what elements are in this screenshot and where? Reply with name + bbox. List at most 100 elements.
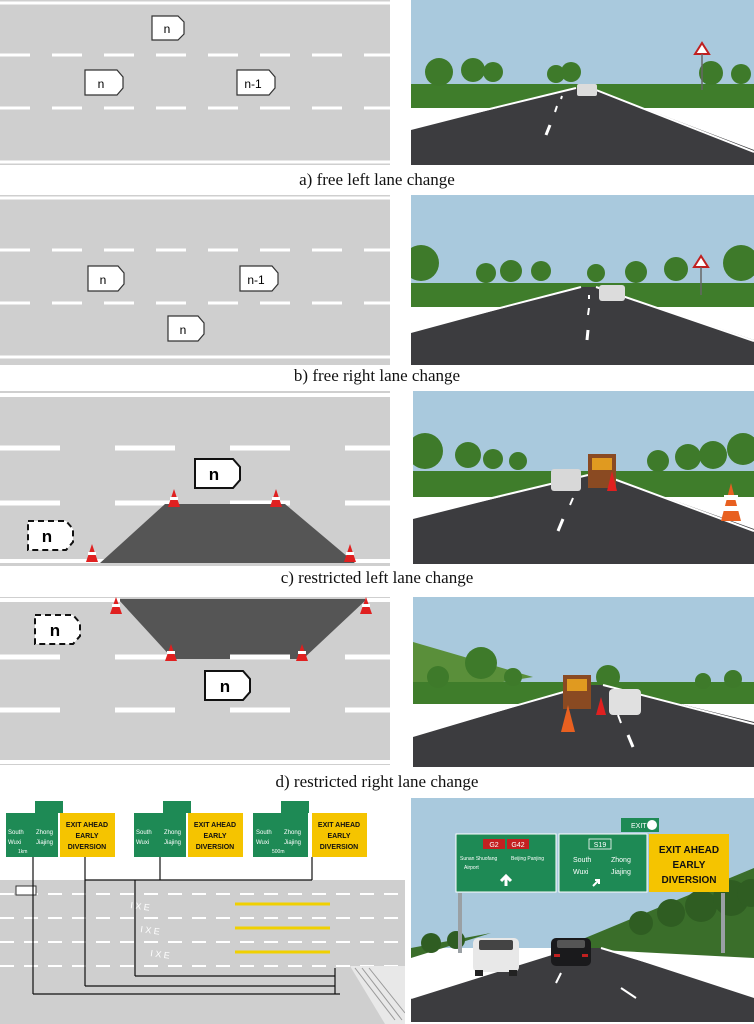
- caption-d: d) restricted right lane change: [275, 772, 479, 791]
- svg-text:Wuxi: Wuxi: [256, 840, 269, 846]
- scene-exit-signage: EXIT G2 G42 Sunan Shuofang Beijing Panji…: [411, 798, 754, 1022]
- vehicle-n-subject: n: [84, 69, 124, 96]
- work-zone-area: [118, 599, 367, 659]
- svg-text:G42: G42: [511, 842, 524, 849]
- traffic-cone-icon: [296, 644, 308, 661]
- traffic-cone-icon: [607, 471, 617, 491]
- vehicle-n-target: n: [151, 15, 185, 41]
- vehicle-label-n: n: [220, 677, 230, 696]
- svg-text:EARLY: EARLY: [673, 860, 706, 871]
- caption-b: b) free right lane change: [293, 366, 461, 385]
- svg-text:EXIT: EXIT: [631, 823, 647, 830]
- svg-text:Sunan Shuofang: Sunan Shuofang: [460, 856, 497, 862]
- diagram-restricted-left: n n: [0, 391, 390, 566]
- car-white: [473, 938, 519, 976]
- diagram-restricted-right: n n: [0, 597, 390, 765]
- svg-text:DIVERSION: DIVERSION: [196, 844, 235, 851]
- svg-text:Jiajing: Jiajing: [611, 869, 631, 876]
- sign-group-2: South Zhong Wuxi Jiajing EXIT AHEAD EARL…: [134, 801, 243, 857]
- road-diagram: [0, 880, 405, 1024]
- work-zone-area: [100, 504, 355, 563]
- car-ahead: [599, 285, 625, 301]
- car-black: [551, 938, 591, 966]
- scene-free-right: [411, 195, 754, 365]
- svg-text:S19: S19: [594, 842, 607, 849]
- vehicle-n-target: n: [167, 315, 205, 342]
- guide-sign-left: G2 G42 Sunan Shuofang Beijing Panjing Ai…: [455, 833, 557, 893]
- svg-text:DIVERSION: DIVERSION: [68, 844, 107, 851]
- arrow-up-icon: [499, 873, 513, 886]
- svg-text:Jiajing: Jiajing: [284, 840, 301, 846]
- vehicle-label-n: n: [164, 22, 171, 36]
- caption-a: a) free left lane change: [299, 170, 455, 189]
- arrow-diagonal-icon: [592, 879, 600, 887]
- vehicle-label-n-1: n-1: [244, 77, 262, 91]
- guide-sign-right: S19 South Zhong Wuxi Jiajing: [558, 833, 648, 893]
- vehicle-n-1: n-1: [239, 265, 279, 292]
- svg-text:1km: 1km: [18, 849, 27, 855]
- svg-text:Beijing Panjing: Beijing Panjing: [511, 856, 544, 862]
- exit-ahead-sign: EXIT AHEAD EARLY DIVERSION: [649, 834, 729, 892]
- vehicle-n-target: n: [204, 670, 251, 701]
- vehicle-n-subject-ghost: n: [34, 614, 81, 645]
- diagram-free-left: n n n-1: [0, 0, 390, 165]
- vehicle-n-target: n: [194, 458, 241, 489]
- vehicle-label-n: n: [50, 621, 60, 640]
- svg-text:Zhong: Zhong: [611, 857, 631, 864]
- svg-text:EXIT AHEAD: EXIT AHEAD: [318, 822, 360, 829]
- traffic-cone-icon: [168, 489, 180, 507]
- distance-markers: [32, 857, 340, 995]
- traffic-cone-icon: [86, 544, 98, 562]
- svg-text:South: South: [256, 830, 272, 836]
- caption-c: c) restricted left lane change: [280, 568, 474, 587]
- traffic-cone-icon: [270, 489, 282, 507]
- vehicle-icon: [15, 885, 37, 896]
- traffic-cone-icon: [165, 644, 177, 661]
- svg-text:South: South: [8, 830, 24, 836]
- svg-text:Jiajing: Jiajing: [164, 840, 181, 846]
- svg-text:Zhong: Zhong: [36, 830, 53, 836]
- svg-text:DIVERSION: DIVERSION: [661, 875, 716, 886]
- svg-text:Airport: Airport: [464, 865, 479, 871]
- vehicle-label-n: n: [100, 273, 107, 287]
- vehicle-label-n-1: n-1: [247, 273, 265, 287]
- pavement-text: I X E: [150, 948, 171, 961]
- diagram-free-right: n n-1 n: [0, 195, 390, 365]
- svg-text:EXIT AHEAD: EXIT AHEAD: [659, 845, 719, 856]
- sign-group-1: South Zhong Wuxi Jiajing 1km EXIT AHEAD …: [6, 801, 115, 857]
- car-ahead: [551, 469, 581, 491]
- svg-text:500m: 500m: [272, 849, 285, 855]
- svg-text:South: South: [136, 830, 152, 836]
- svg-text:EARLY: EARLY: [327, 833, 350, 840]
- vehicle-label-n: n: [180, 323, 187, 337]
- scene-restricted-right: [413, 597, 754, 767]
- traffic-cone-icon: [110, 597, 122, 614]
- car-ahead: [609, 689, 641, 715]
- diagram-exit-signage: South Zhong Wuxi Jiajing 1km EXIT AHEAD …: [0, 798, 405, 1024]
- vehicle-label-n: n: [98, 77, 105, 91]
- svg-text:Zhong: Zhong: [164, 830, 181, 836]
- vehicle-n-subject: n: [87, 265, 125, 292]
- svg-text:EXIT AHEAD: EXIT AHEAD: [194, 822, 236, 829]
- svg-text:Wuxi: Wuxi: [136, 840, 149, 846]
- scene-free-left: [411, 0, 754, 165]
- svg-text:EXIT AHEAD: EXIT AHEAD: [66, 822, 108, 829]
- vehicle-n-1: n-1: [236, 69, 276, 96]
- traffic-cone-icon: [344, 544, 356, 562]
- svg-text:South: South: [573, 857, 591, 864]
- svg-text:Zhong: Zhong: [284, 830, 301, 836]
- traffic-cone-icon: [561, 705, 575, 732]
- traffic-cone-icon: [596, 697, 606, 715]
- vehicle-label-n: n: [42, 527, 52, 546]
- svg-text:G2: G2: [489, 842, 498, 849]
- traffic-cone-icon: [721, 483, 741, 521]
- svg-text:Wuxi: Wuxi: [8, 840, 21, 846]
- vehicle-label-n: n: [209, 465, 219, 484]
- scene-restricted-left: [413, 391, 754, 564]
- traffic-cone-icon: [360, 597, 372, 614]
- svg-text:Wuxi: Wuxi: [573, 869, 589, 876]
- svg-text:EARLY: EARLY: [203, 833, 226, 840]
- svg-text:Jiajing: Jiajing: [36, 840, 53, 846]
- car-ahead: [577, 84, 597, 96]
- svg-text:EARLY: EARLY: [75, 833, 98, 840]
